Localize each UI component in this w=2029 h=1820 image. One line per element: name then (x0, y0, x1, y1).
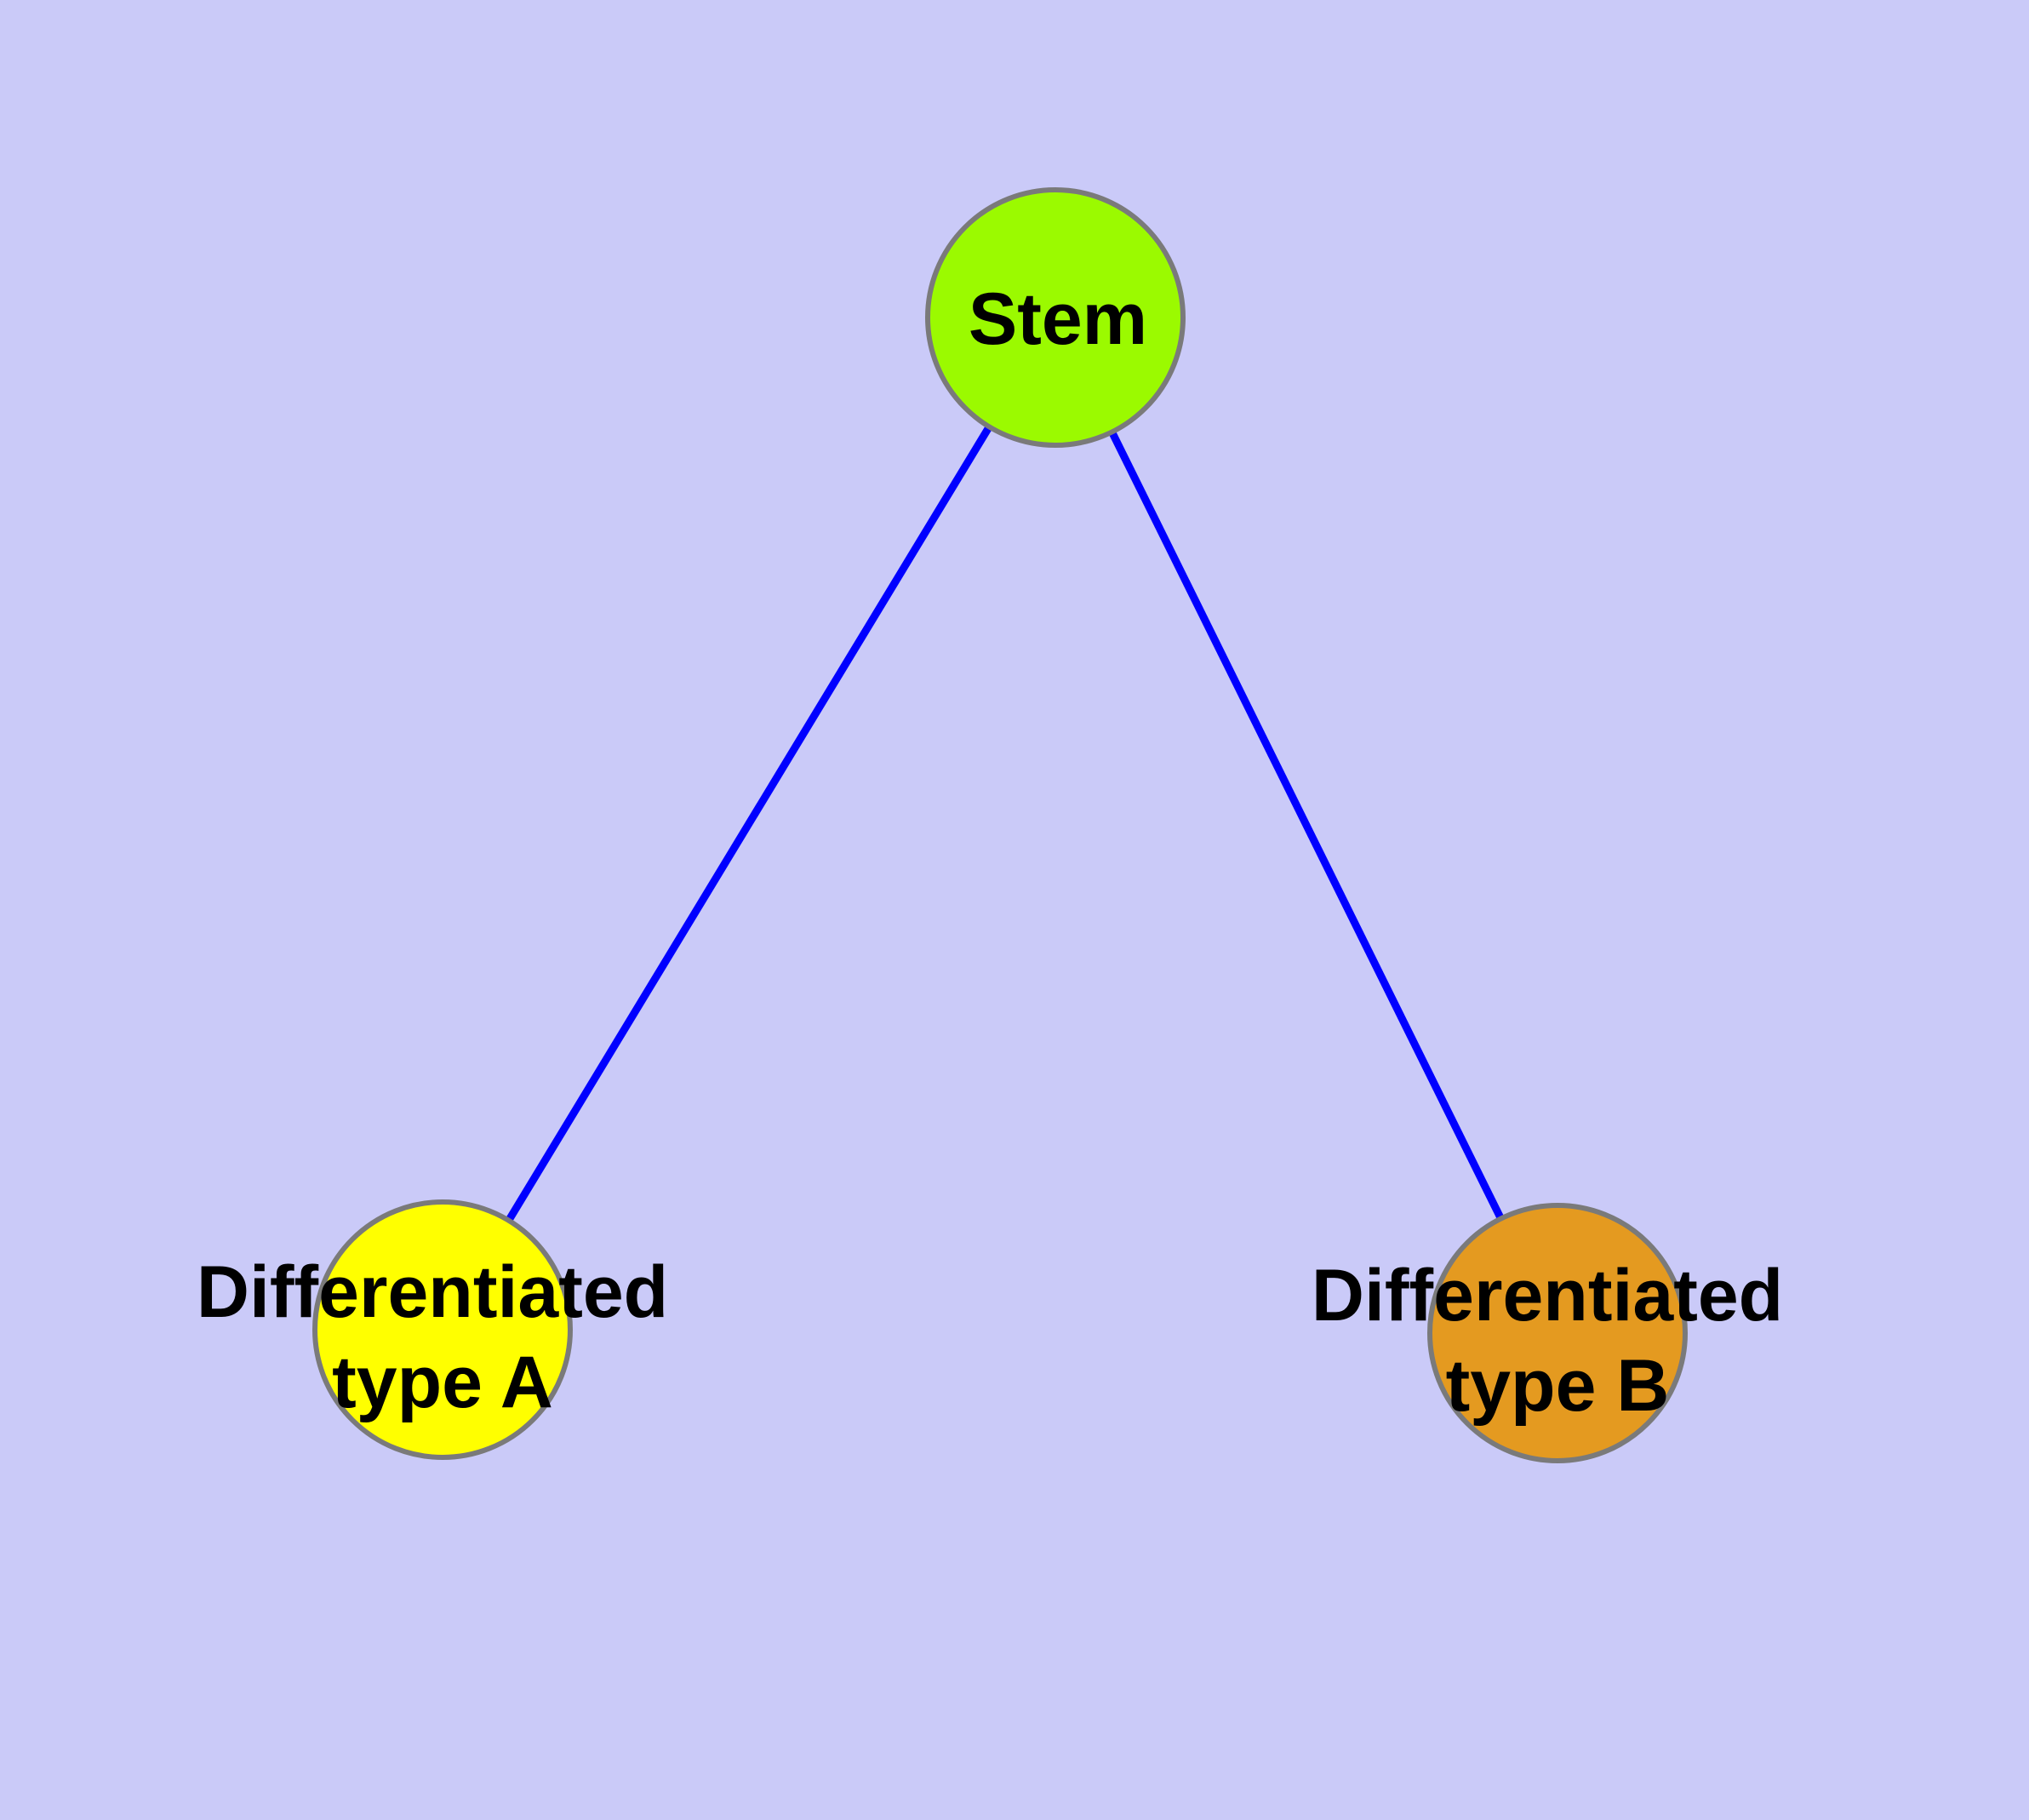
differentiated-type-a-label-line-1: Differentiated (197, 1251, 668, 1333)
differentiated-type-a-node (312, 1199, 573, 1460)
differentiated-type-b-node-label: Differentiated type B (1312, 1255, 1803, 1427)
differentiated-type-b-label-line-2: type B (1446, 1345, 1670, 1427)
edge-stem-to-type-b (1051, 316, 1562, 1335)
edge-stem-to-type-a (439, 315, 1059, 1332)
stem-node (925, 187, 1186, 448)
differentiated-type-a-label-line-2: type A (332, 1342, 553, 1423)
differentiated-type-a-node-label: Differentiated type A (197, 1251, 689, 1423)
differentiated-type-b-label-line-1: Differentiated (1312, 1255, 1783, 1336)
stem-node-label: Stem (969, 278, 1147, 360)
differentiated-type-b-node (1427, 1203, 1688, 1463)
